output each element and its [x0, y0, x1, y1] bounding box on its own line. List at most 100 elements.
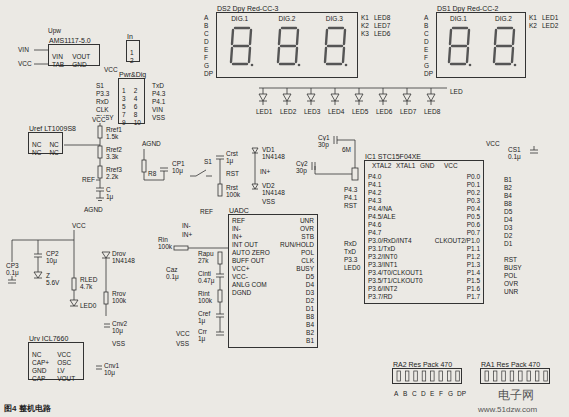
signal-label: 0.47μ [198, 277, 214, 284]
signal-label: C [204, 30, 209, 37]
signal-label: LED1 [256, 108, 272, 115]
pin-name: D1 [280, 305, 314, 313]
pin-name: P4.6 [368, 221, 423, 229]
signal-label: LED0 [344, 264, 360, 271]
signal-label: Rint [198, 290, 210, 297]
signal-label: DP [204, 70, 213, 77]
signal-label: K3 [361, 30, 369, 37]
signal-label: F [439, 390, 443, 397]
resistor-symbol [174, 246, 188, 250]
signal-label: R8 [148, 170, 156, 177]
pin-name: P1.1 [435, 245, 480, 253]
segment-stroke [249, 48, 250, 62]
pin-list: P4.0P4.1P4.2P4.3P4.4/NAP4.5/ALEP4.6P4.7P… [365, 161, 483, 303]
pin-name: NC [32, 351, 49, 359]
signal-label: C [412, 390, 417, 397]
decimal-point [469, 64, 472, 67]
signal-label: CP3 [6, 262, 19, 269]
pin-name: IN- [232, 225, 270, 233]
signal-label: LED1 [542, 14, 558, 21]
signal-label: S1 [96, 82, 104, 89]
signal-label: A [394, 390, 398, 397]
segment-stroke [513, 30, 514, 44]
signal-label: Rapu [198, 250, 214, 257]
signal-label: XTAL2 [372, 162, 391, 169]
pin-name: CLK [280, 257, 314, 265]
pin-name: 1 [122, 87, 126, 95]
resistor-symbol [218, 252, 222, 264]
decimal-point [251, 64, 254, 67]
resistor-symbol [439, 371, 443, 381]
signal-label: CLK [96, 106, 109, 113]
pin-name: 9 [122, 119, 126, 127]
signal-label: D [204, 38, 209, 45]
resistor-symbol [519, 371, 523, 381]
signal-label: B8 [504, 200, 512, 207]
signal-label: LED7 [374, 22, 390, 29]
signal-label: B [403, 390, 407, 397]
signal-label: K1 [529, 14, 537, 21]
segment-stroke [512, 48, 513, 62]
pin-name: 2 [130, 57, 134, 65]
signal-label: RxD [344, 240, 357, 247]
led-symbol [427, 88, 435, 105]
regulator-chip: AMS1117-5.0VINVOUTTABGND [48, 44, 100, 66]
segment-stroke [328, 45, 342, 47]
segment-stroke [495, 30, 496, 44]
signal-label: VIN [152, 106, 163, 113]
signal-label: BUSY [504, 264, 522, 271]
capacitor-symbol [160, 168, 168, 171]
signal-label: Cnv2 [112, 320, 127, 327]
pin-name: INT OUT [232, 241, 270, 249]
pin-name: P1.7 [435, 293, 480, 301]
pin-name: P3.0/RxD/INT4 [368, 237, 423, 245]
signal-label: Rref2 [106, 146, 122, 153]
pin-name: CAP- [32, 375, 49, 383]
signal-label: Crst [226, 150, 238, 157]
pin-column: P0.0P0.1P0.2P0.3P0.4P0.5P0.6P0.7CLKOUT2/… [435, 173, 480, 301]
pin-name: B2 [280, 329, 314, 337]
signal-label: VCC [92, 116, 106, 123]
signal-label: AGND [84, 206, 103, 213]
segment-stroke [498, 27, 512, 29]
resistor-symbol [104, 292, 108, 304]
segment-stroke [326, 30, 327, 44]
wire [34, 50, 48, 64]
signal-label: CP2 [46, 250, 59, 257]
watermark: 电子网 [498, 388, 534, 402]
figure-caption: 图4 整机电路 [4, 404, 51, 413]
pin-name: B8 [280, 313, 314, 321]
signal-label: E [204, 46, 208, 53]
wire [144, 149, 164, 180]
signal-label: VCC [486, 140, 500, 147]
signal-label: 10μ [104, 369, 115, 376]
signal-label: D1 [504, 240, 512, 247]
pin-name: P0.7 [435, 229, 480, 237]
pin-name: P1.4 [435, 269, 480, 277]
signal-label: VCC [18, 60, 32, 67]
led-symbol [331, 88, 339, 105]
pin-column: P4.0P4.1P4.2P4.3P4.4/NAP4.5/ALEP4.6P4.7P… [368, 173, 423, 301]
pin-name: LV [57, 367, 75, 375]
pin-name: UNR [280, 217, 314, 225]
signal-label: VCC [176, 330, 190, 337]
pin-name: P0.2 [435, 189, 480, 197]
resistor-symbol [493, 371, 497, 381]
pin-name: RUN/HOLD [280, 241, 314, 249]
pin-name: P0.1 [435, 181, 480, 189]
pin-name: P3.2/INT0 [368, 253, 423, 261]
signal-label: 1μ [226, 157, 233, 164]
segment-stroke [232, 30, 233, 44]
signal-label: VD2 [262, 182, 275, 189]
signal-label: G [204, 62, 209, 69]
ground-symbol [96, 198, 104, 201]
signal-label: LED8 [374, 14, 390, 21]
wire [315, 140, 355, 174]
pin-list: NCNCNCNC [29, 139, 62, 159]
signal-label: Cinti [198, 270, 211, 277]
segment-stroke [496, 63, 510, 65]
pin-name: P3.1/TxD [368, 245, 423, 253]
pin-name: P1.6 [435, 285, 480, 293]
signal-label: RST [504, 256, 517, 263]
signal-label: D3 [504, 224, 512, 231]
